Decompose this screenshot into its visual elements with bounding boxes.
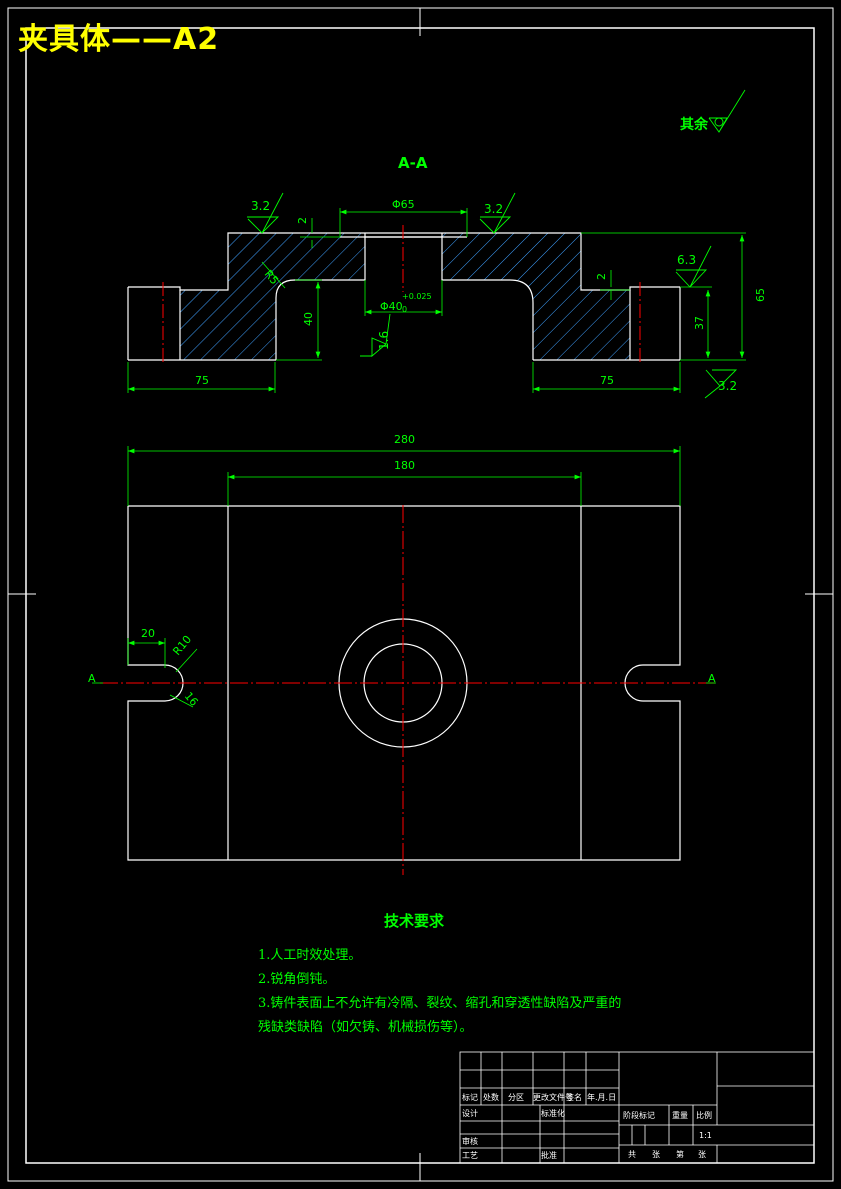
- tb-label-0: 标记: [462, 1092, 478, 1102]
- sheet-title: 夹具体——A2: [18, 22, 220, 57]
- tb-label-3: 更改文件号: [533, 1092, 573, 1102]
- dim-37: 37: [693, 316, 706, 330]
- tb-label-12: 重量: [672, 1110, 688, 1120]
- dim-phi40-tol: +0.025: [402, 292, 432, 301]
- dim-2-left: 2: [296, 217, 309, 224]
- tech-line-3: 3.铸件表面上不允许有冷隔、裂纹、缩孔和穿透性缺陷及严重的: [258, 996, 622, 1011]
- tech-line-4: 残缺类缺陷（如欠铸、机械损伤等）。: [258, 1020, 473, 1035]
- dim-20: 20: [141, 627, 155, 640]
- roughness-5: 1.6: [377, 331, 391, 350]
- dim-75-left: 75: [195, 374, 209, 387]
- section-label: A-A: [398, 154, 428, 172]
- dim-2-right: 2: [595, 273, 608, 280]
- title-block-text: 标记 处数 分区 更改文件号 签名 年.月.日 设计 标准化 审核 工艺 批准 …: [462, 1092, 712, 1160]
- tb-label-2: 分区: [508, 1093, 524, 1102]
- tb-label-11: 阶段标记: [623, 1110, 655, 1120]
- section-outline: [127, 232, 681, 361]
- dim-65: 65: [754, 288, 767, 302]
- tech-line-1: 1.人工时效处理。: [258, 948, 362, 963]
- tb-label-14: 共: [628, 1150, 636, 1159]
- dim-180: 180: [394, 459, 415, 472]
- dim-phi65: Φ65: [392, 198, 415, 211]
- plan-dim-text: 280 180 20 R10 16 A A: [88, 433, 716, 709]
- tech-requirements-title: 技术要求: [384, 912, 445, 930]
- section-mark-right: A: [708, 672, 716, 685]
- tb-label-15: 张: [652, 1150, 660, 1159]
- roughness-values: 3.2 3.2 6.3 3.2 1.6 其余: [251, 116, 737, 393]
- hatch-right: [442, 233, 630, 360]
- section-view: A-A: [127, 89, 767, 399]
- plan-centerlines: [100, 505, 715, 875]
- section-mark-left: A: [88, 672, 96, 685]
- tb-label-7: 标准化: [541, 1108, 565, 1118]
- roughness-3: 6.3: [677, 253, 696, 267]
- section-dim-text: Φ65 Φ40 +0.025 0 75 75 40 37 65 2 2 R5: [195, 198, 767, 387]
- section-centerlines: [162, 225, 641, 364]
- dim-280: 280: [394, 433, 415, 446]
- roughness-2: 3.2: [484, 202, 503, 216]
- plan-view: 280 180 20 R10 16 A A: [88, 433, 716, 875]
- tb-label-8: 审核: [462, 1136, 478, 1146]
- section-dimensions: [127, 208, 746, 393]
- roughness-1: 3.2: [251, 199, 270, 213]
- tb-label-16: 第: [676, 1149, 684, 1159]
- dim-phi40: Φ40: [380, 300, 403, 313]
- dim-75-right: 75: [600, 374, 614, 387]
- tech-requirements: 1.人工时效处理。 2.锐角倒钝。 3.铸件表面上不允许有冷隔、裂纹、缩孔和穿透…: [258, 944, 621, 1040]
- dim-16: 16: [182, 690, 201, 709]
- tb-label-6: 设计: [462, 1108, 478, 1118]
- dim-40: 40: [302, 312, 315, 326]
- centering-marks: [8, 8, 833, 1181]
- dim-phi40-tol-low: 0: [402, 305, 407, 314]
- tb-label-13: 比例: [696, 1110, 712, 1120]
- tb-label-9: 工艺: [462, 1151, 478, 1160]
- tech-line-2: 2.锐角倒钝。: [258, 972, 336, 987]
- hatch-left: [180, 233, 365, 360]
- dim-r10: R10: [170, 633, 194, 658]
- title-block: [459, 1051, 815, 1164]
- tb-label-10: 批准: [541, 1150, 557, 1160]
- tb-label-17: 张: [698, 1150, 706, 1159]
- tb-label-1: 处数: [483, 1092, 499, 1102]
- roughness-symbols: [247, 89, 746, 399]
- tb-scale: 1:1: [699, 1131, 712, 1140]
- plan-dimensions: [92, 446, 716, 708]
- roughness-4: 3.2: [718, 379, 737, 393]
- roughness-other: 其余: [680, 116, 709, 133]
- tb-label-4: 签名: [566, 1092, 582, 1102]
- tb-label-5: 年.月.日: [587, 1092, 616, 1102]
